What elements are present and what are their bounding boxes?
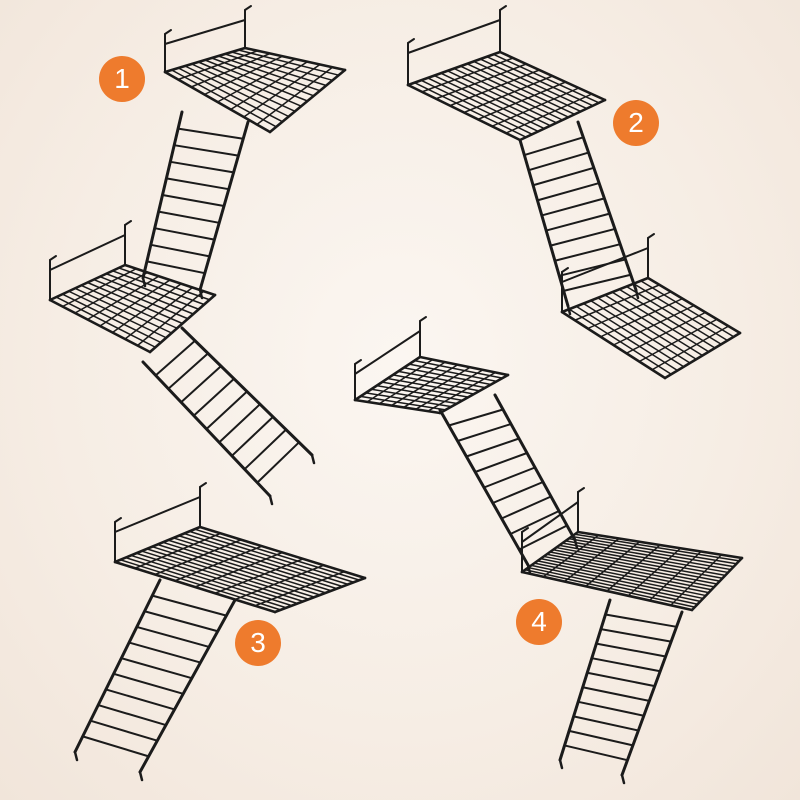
platform-2-top — [406, 5, 607, 142]
platform-4-lower — [520, 487, 744, 612]
ladder-1-lower — [141, 326, 316, 506]
ladder-1-upper — [141, 110, 250, 300]
platform-2-lower — [560, 233, 742, 380]
variant-badge-3: 3 — [235, 620, 281, 666]
platform-1-top — [163, 5, 347, 134]
variant-badge-1: 1 — [99, 56, 145, 102]
platform-4-top — [353, 316, 510, 415]
variant-badge-4: 4 — [516, 599, 562, 645]
ladder-2 — [518, 120, 640, 316]
ladder-3 — [73, 578, 237, 782]
ladder-4-lower — [558, 598, 684, 785]
platform-1-lower — [48, 220, 217, 354]
platform-3 — [113, 482, 367, 614]
ladder-4-upper — [438, 393, 579, 575]
variant-badge-2: 2 — [613, 100, 659, 146]
